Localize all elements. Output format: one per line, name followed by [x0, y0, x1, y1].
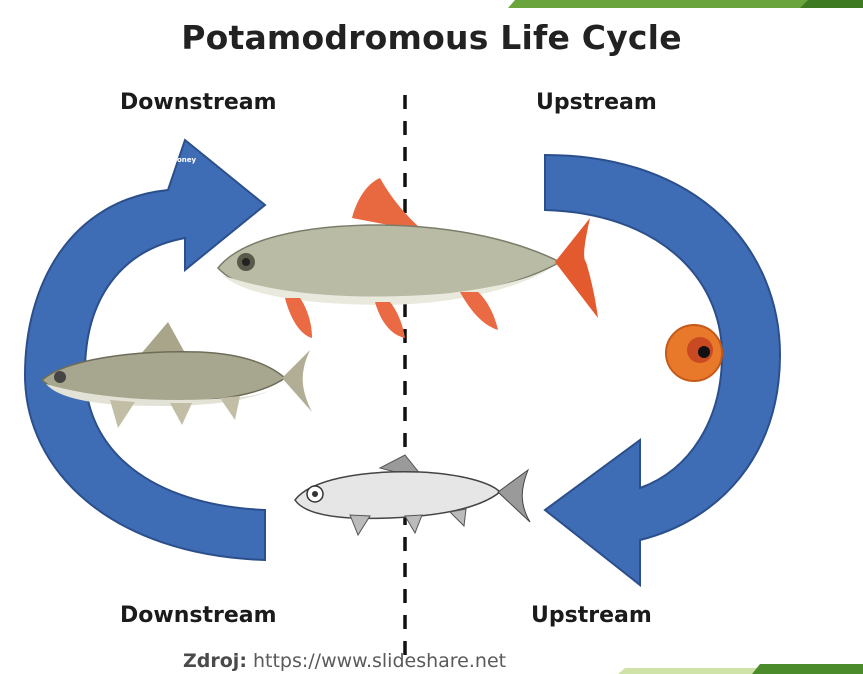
- source-prefix: Zdroj:: [183, 650, 247, 672]
- slide-accent-bottom: [618, 664, 863, 674]
- source-caption: Zdroj: https://www.slideshare.net: [183, 650, 506, 672]
- source-url: https://www.slideshare.net: [253, 650, 506, 672]
- diagram-title: Potamodromous Life Cycle: [0, 18, 863, 57]
- adult-fish-image: [218, 178, 598, 338]
- right-cycle-arrow: [545, 155, 780, 585]
- label-upstream-top: Upstream: [536, 90, 657, 115]
- label-downstream-top: Downstream: [120, 90, 277, 115]
- fry-fish-image: [295, 455, 530, 535]
- credit-mark: Cooney: [167, 156, 196, 164]
- egg-image: [666, 325, 722, 381]
- label-upstream-bottom: Upstream: [531, 603, 652, 628]
- slide-accent-top: [508, 0, 863, 8]
- label-downstream-bottom: Downstream: [120, 603, 277, 628]
